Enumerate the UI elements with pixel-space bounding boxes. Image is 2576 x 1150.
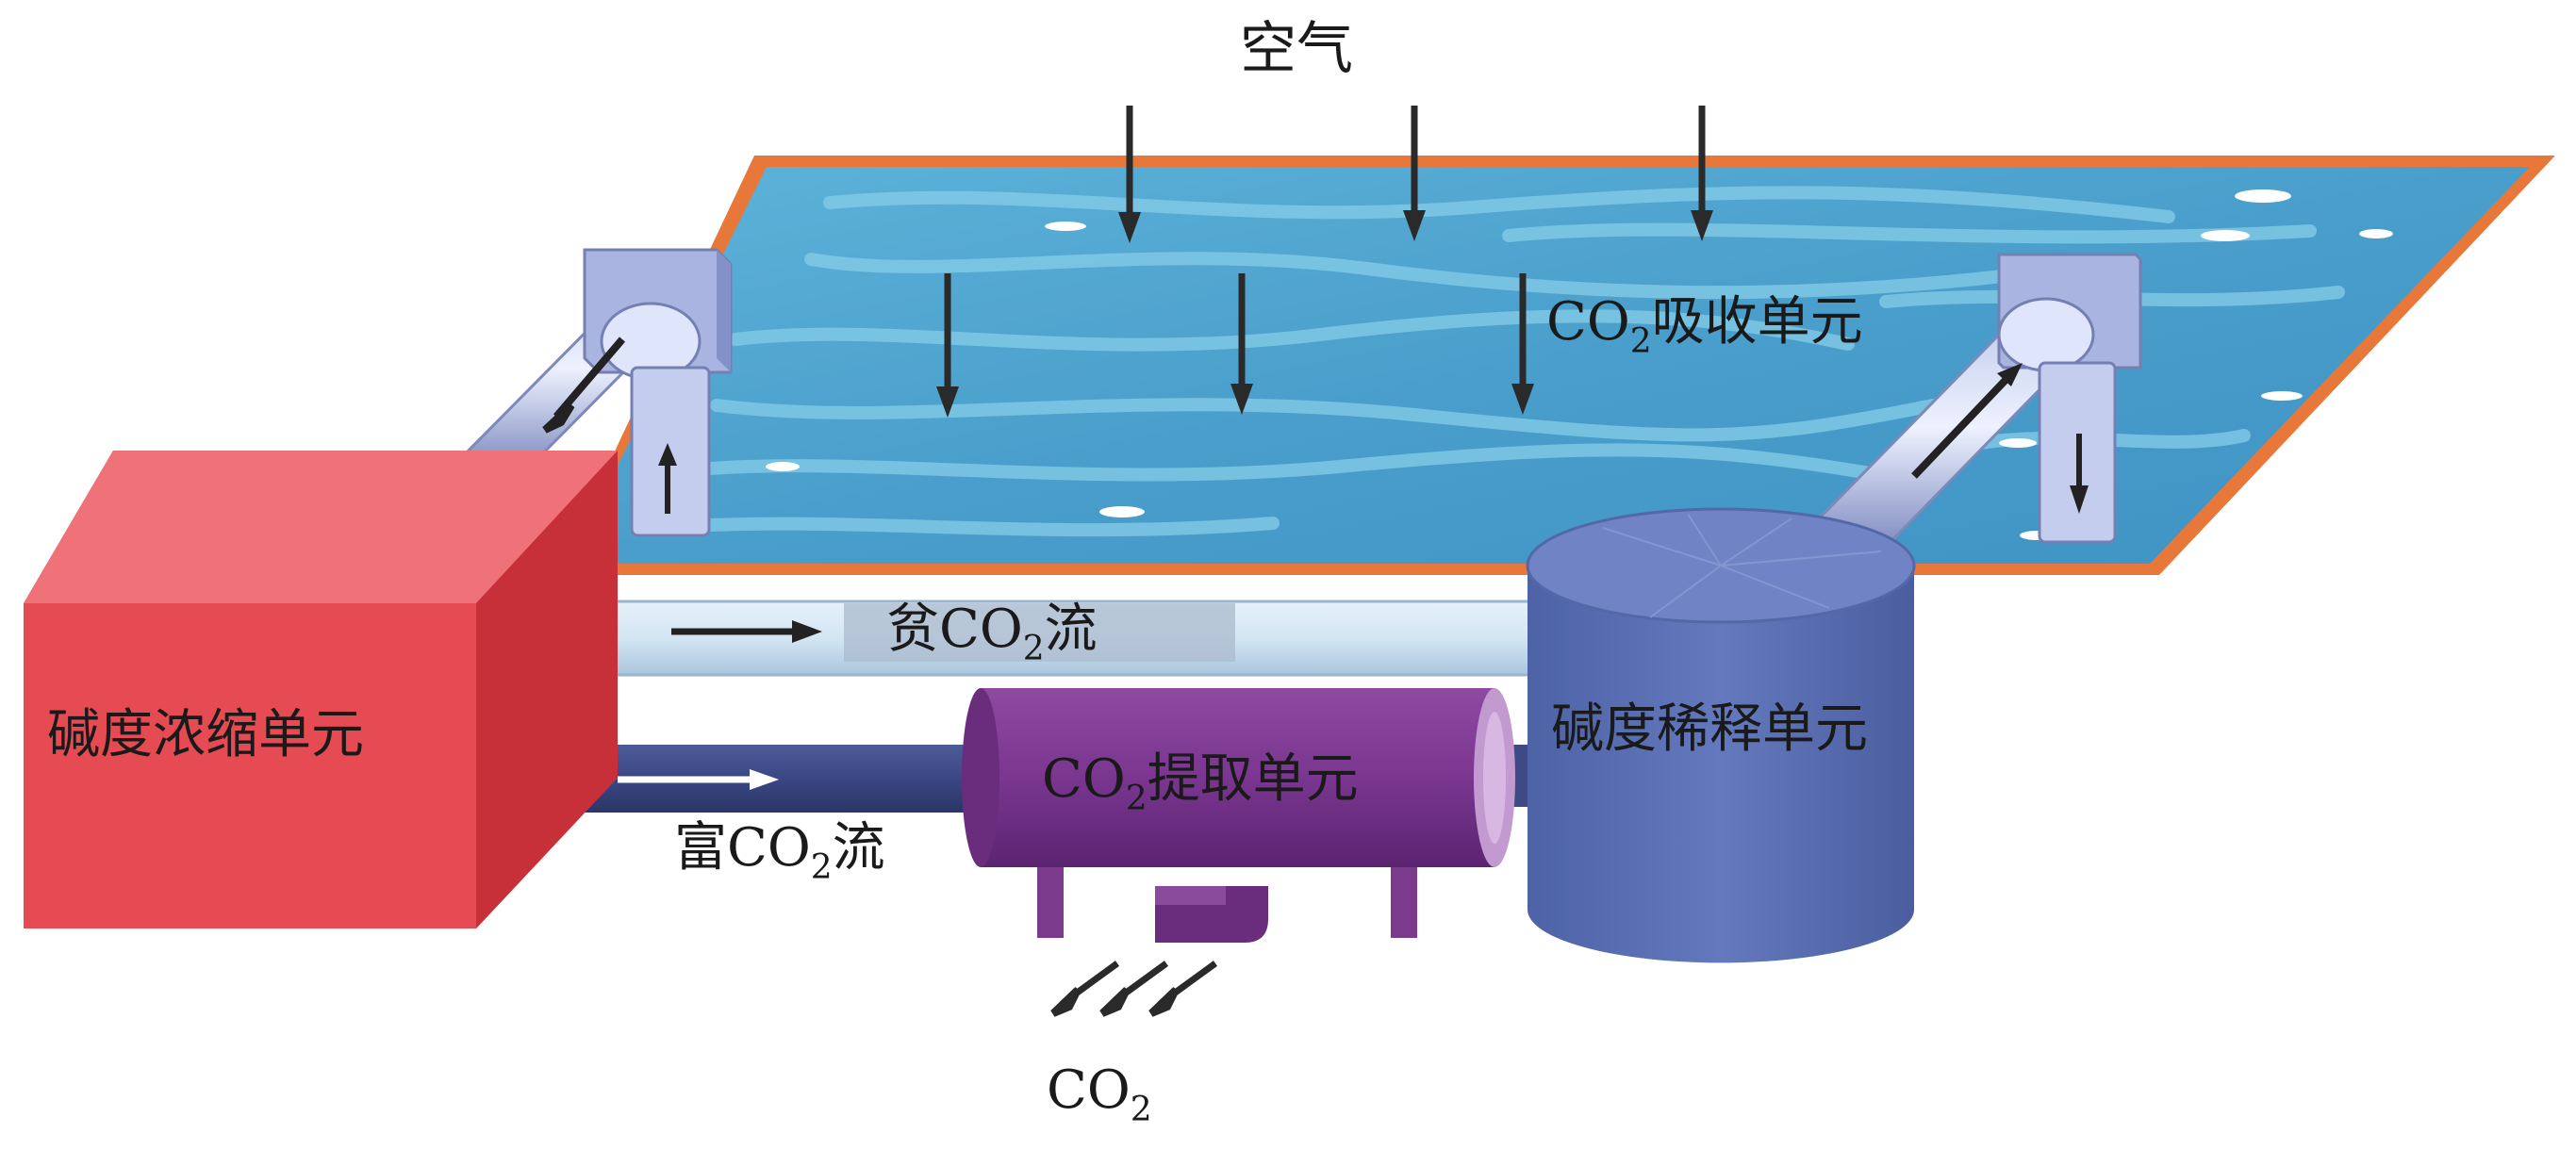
air-arrow: [1511, 273, 1534, 415]
air-arrow: [1691, 106, 1713, 241]
absorption-unit-label: CO2吸收单元: [1546, 291, 1863, 361]
air-arrows: [936, 106, 1713, 418]
lean-stream-pipe: [559, 600, 1562, 677]
co2-output-label: CO2: [1047, 1060, 1152, 1129]
flow-arrow: [1997, 363, 2023, 386]
right-inlet-pipe: [1788, 253, 2142, 549]
air-arrow: [1230, 273, 1253, 415]
tank-lid-lines: [1602, 513, 1882, 618]
release-arrow: [1050, 961, 1120, 1017]
concentration-unit: [24, 451, 618, 928]
flow-arrow: [658, 443, 677, 466]
water-ripples: [653, 186, 2345, 537]
rich-stream-label: 富CO2流: [674, 817, 885, 887]
water-sparkles: [766, 189, 2393, 540]
dilution-unit: [1526, 507, 1916, 963]
dilution-unit-label: 碱度稀释单元: [1551, 698, 1868, 760]
lean-stream-label: 贫CO2流: [886, 599, 1098, 668]
air-label: 空气: [1240, 16, 1353, 82]
flow-arrow: [2070, 485, 2089, 514]
air-arrow: [936, 273, 959, 418]
air-arrow: [1403, 106, 1426, 241]
extraction-unit-label: CO2提取单元: [1042, 748, 1359, 818]
extraction-unit: [962, 688, 1515, 943]
left-outlet-pipe: [449, 248, 733, 537]
release-arrow: [1099, 961, 1169, 1017]
co2-release-arrows: [1050, 961, 1218, 1017]
release-arrow: [1148, 961, 1218, 1017]
air-arrow: [1118, 106, 1141, 243]
flow-arrow: [542, 402, 575, 434]
concentration-unit-label: 碱度浓缩单元: [47, 704, 364, 765]
flow-arrow: [750, 769, 779, 790]
absorption-pool: [556, 156, 2555, 575]
lean-label-bg: [844, 603, 1235, 662]
flow-arrow: [792, 620, 822, 643]
